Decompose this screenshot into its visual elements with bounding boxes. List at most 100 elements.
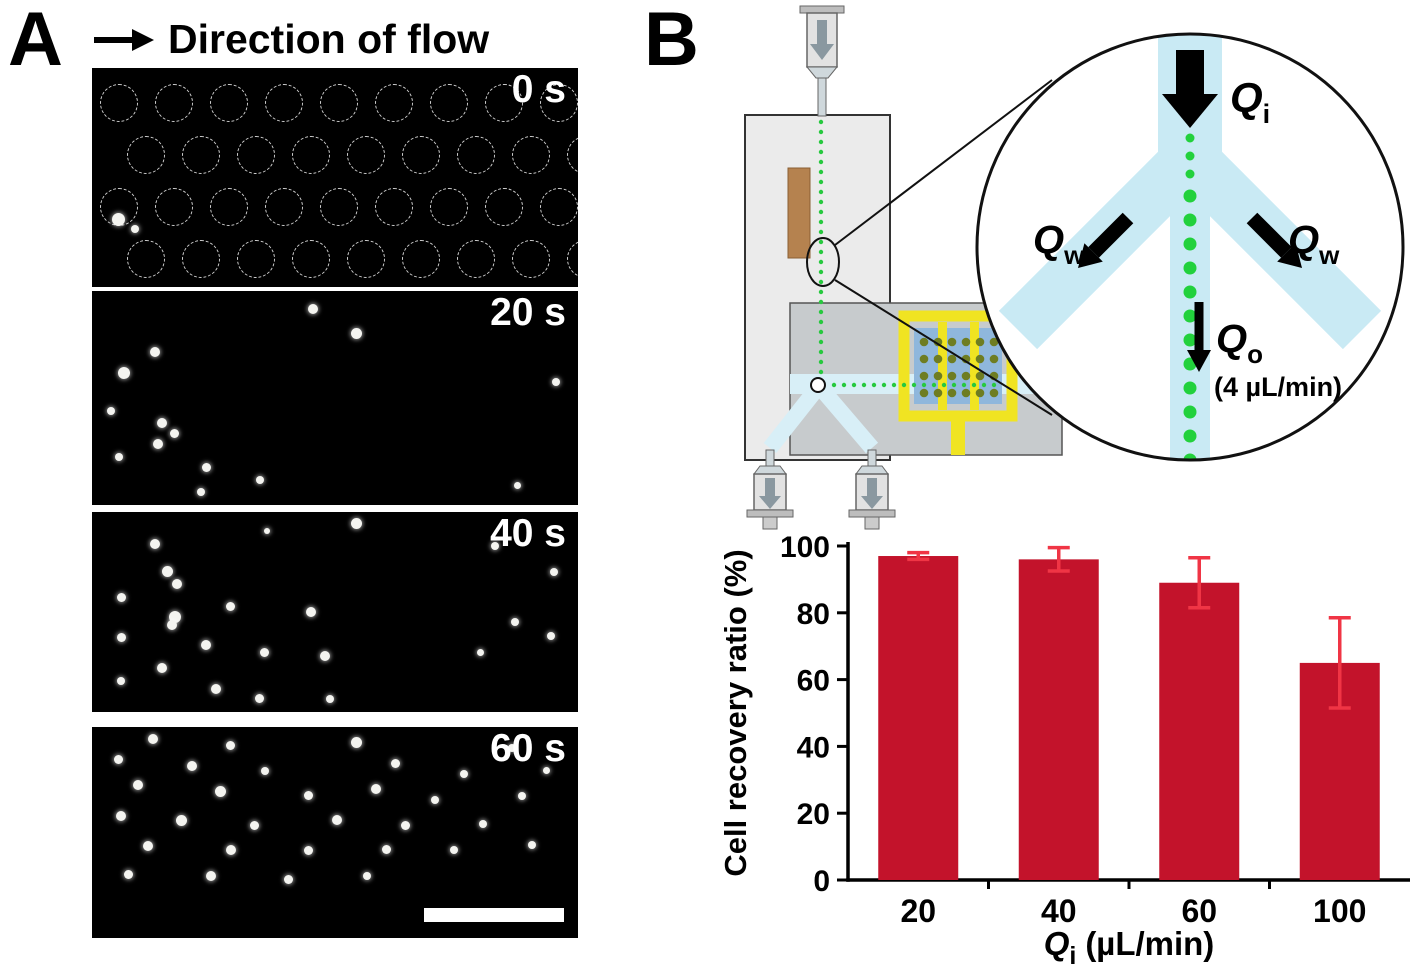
cell-dot <box>161 565 173 577</box>
device-schematic: Qi Qw Qw Qo (4 µL/min) <box>744 5 1405 530</box>
panel-a-label: A <box>8 0 63 82</box>
trap-circle <box>265 84 303 122</box>
qw-left-arrow-icon <box>1078 212 1134 268</box>
cell-dot <box>513 482 521 490</box>
flow-dot <box>818 359 824 365</box>
cell-dot <box>152 439 163 449</box>
cell-dot <box>332 814 343 825</box>
cell-dot <box>351 737 363 749</box>
electrode-dot <box>947 371 957 381</box>
cell-dot <box>215 785 227 797</box>
flow-dot <box>818 149 824 155</box>
y-tick-label: 40 <box>797 731 830 764</box>
trap-circle <box>512 240 550 278</box>
cell-dot <box>255 476 264 485</box>
cell-dot <box>157 417 168 428</box>
cell-dot <box>362 871 371 880</box>
cell-dot <box>381 844 391 854</box>
trap-circle <box>512 136 550 174</box>
label-qo: Qo <box>1216 317 1263 369</box>
cell-dot <box>130 224 139 233</box>
cell-dot <box>303 845 313 855</box>
micrograph-frame-0s: 0 s <box>92 68 578 287</box>
micrograph-frame-40s: 40 s <box>92 512 578 712</box>
flow-dot <box>818 289 824 295</box>
flow-dot <box>951 382 957 388</box>
y-tick-label: 100 <box>780 534 830 564</box>
cell-dot <box>170 428 180 438</box>
trap-circle <box>320 84 358 122</box>
cell-dot <box>167 620 178 630</box>
flow-dot <box>818 169 824 175</box>
cell-dot <box>255 693 265 703</box>
cell-dot <box>112 212 126 226</box>
droplet-dot <box>1183 333 1197 347</box>
bar <box>1018 559 1099 880</box>
x-tick-label: 20 <box>900 893 936 929</box>
cell-dot <box>157 663 168 673</box>
cell-dot <box>107 406 116 415</box>
cell-dot <box>263 528 270 534</box>
flow-dot <box>818 349 824 355</box>
outlet-syringe-left-icon <box>746 449 794 530</box>
cell-dot <box>552 377 561 386</box>
scale-bar <box>424 908 564 922</box>
droplet-dot <box>1183 453 1197 460</box>
cell-dot <box>186 761 197 772</box>
flow-dot <box>891 382 897 388</box>
droplet-dot <box>1183 381 1197 395</box>
electrode-dot <box>919 371 929 381</box>
cell-dot <box>491 542 500 550</box>
x-axis-label: Qi(µL/min) <box>1044 925 1215 964</box>
cell-dot <box>116 632 126 642</box>
cell-dot <box>305 607 316 617</box>
cell-dot <box>206 870 217 881</box>
cell-dot <box>260 647 270 657</box>
cell-dot <box>430 795 439 804</box>
droplet-dot <box>1183 405 1197 419</box>
droplet-dot <box>1185 133 1195 143</box>
cell-dot <box>542 766 550 774</box>
outlet-syringe-right-icon <box>848 449 896 530</box>
flow-dot <box>931 382 937 388</box>
cell-dot <box>518 791 527 800</box>
electrode-dot <box>933 337 943 347</box>
inset-droplet-dots <box>1183 133 1197 460</box>
cell-dot <box>116 810 127 821</box>
electrode-dot <box>933 371 943 381</box>
time-label: 20 s <box>490 291 566 334</box>
flow-dot <box>921 382 927 388</box>
x-tick-label: 40 <box>1041 893 1077 929</box>
trap-circle <box>292 136 330 174</box>
trap-circle <box>347 240 385 278</box>
cell-dot <box>284 875 294 885</box>
electrode-dot <box>989 354 999 364</box>
trap-circle <box>540 188 578 226</box>
outlet-channel-right <box>812 380 879 454</box>
cell-dot <box>116 592 126 602</box>
flow-dotted-line <box>818 119 997 388</box>
outlet-channel-left <box>763 381 826 453</box>
droplet-dot <box>1183 309 1197 323</box>
trap-circle <box>540 84 578 122</box>
time-label: 0 s <box>511 68 566 111</box>
cell-dot <box>477 648 485 656</box>
trap-circle <box>127 240 165 278</box>
electrode-dot <box>961 371 971 381</box>
cell-dot <box>150 346 161 357</box>
cell-dot <box>142 841 153 852</box>
trap-circle <box>155 188 193 226</box>
electrode-dot <box>989 388 999 398</box>
y-tick-label: 0 <box>813 865 830 898</box>
trap-circle <box>127 136 165 174</box>
flow-dot <box>861 382 867 388</box>
droplet-dot <box>1183 237 1197 251</box>
cell-dot <box>210 684 221 694</box>
electrode-dot <box>975 371 985 381</box>
electrode-dot <box>933 354 943 364</box>
flow-dot <box>901 382 907 388</box>
flow-dot <box>871 382 877 388</box>
cell-dot <box>117 367 130 380</box>
micrograph-frame-20s: 20 s <box>92 291 578 505</box>
outlet-port <box>810 377 826 393</box>
